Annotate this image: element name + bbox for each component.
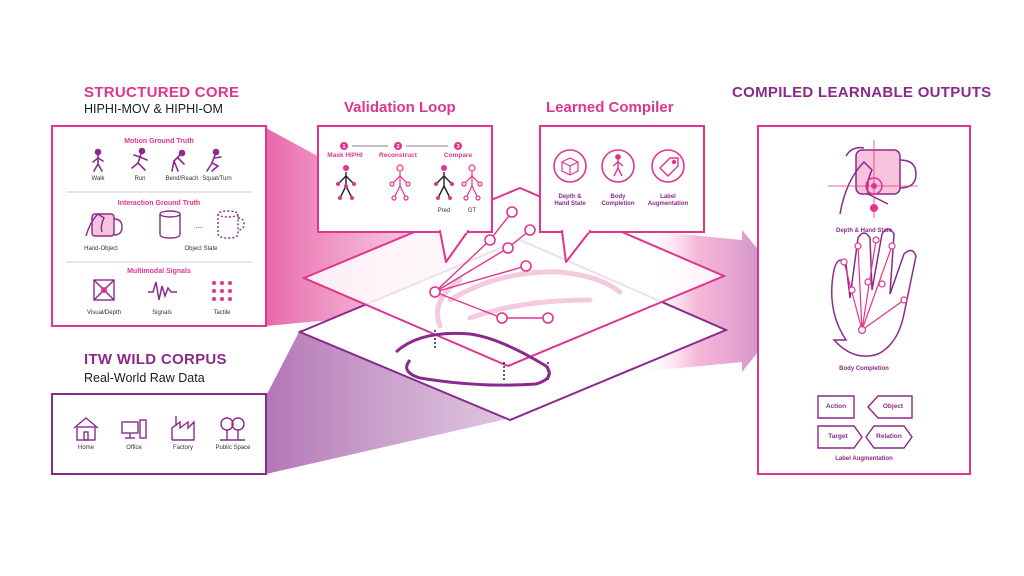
tag-target: Target — [828, 433, 848, 440]
office-icon — [121, 419, 147, 439]
person-icon — [612, 154, 624, 177]
output-hand-skeleton-icon — [831, 228, 917, 357]
structured-core-subtitle: HIPHI-MOV & HIPHI-OM — [84, 102, 223, 116]
wild-label-factory: Factory — [172, 445, 193, 451]
home-icon — [73, 417, 99, 441]
relation-tag-shape — [865, 425, 913, 449]
tag-relation: Relation — [876, 433, 902, 440]
lower-hand-outline — [394, 331, 551, 387]
hand-mug-icon — [85, 213, 123, 237]
svg-text:3: 3 — [456, 144, 459, 150]
walk-icon — [92, 148, 104, 172]
tag-icon — [659, 157, 679, 177]
motion-section-title: Motion Ground Truth — [124, 138, 194, 145]
run-icon — [131, 147, 148, 171]
gt-figure — [461, 164, 483, 201]
motion-label-bend: Bend/Reach — [165, 176, 199, 182]
mug-icon — [159, 210, 245, 239]
interaction-section-title: Interaction Ground Truth — [117, 200, 201, 207]
tactile-icon — [212, 281, 232, 301]
svg-text:1: 1 — [342, 144, 345, 150]
reconstruct-figure — [389, 164, 411, 201]
svg-text:...: ... — [195, 220, 203, 230]
pred-label: Pred — [437, 208, 451, 214]
multimodal-section-title: Multimodal Signals — [127, 268, 191, 275]
tag-object: Object — [882, 403, 904, 410]
motion-label-squat: Squat/Turn — [202, 176, 232, 182]
interaction-label-hand-object: Hand-Object — [84, 246, 118, 252]
outputs-title: COMPILED LEARNABLE OUTPUTS — [732, 84, 992, 101]
step-label-mask: Mask HIPHI — [327, 152, 363, 159]
factory-icon — [171, 416, 195, 441]
bend-icon — [171, 149, 186, 172]
learned-compiler-title: Learned Compiler — [546, 99, 674, 116]
step-label-compare: Compare — [443, 152, 473, 159]
motion-label-walk: Walk — [91, 176, 105, 182]
interaction-label-object-state: Object State — [184, 246, 218, 252]
structured-core-title: STRUCTURED CORE — [84, 84, 240, 101]
wild-corpus-subtitle: Real-World Raw Data — [84, 371, 205, 385]
depth-icon — [93, 279, 115, 301]
action-tag-shape — [817, 395, 855, 419]
svg-text:2: 2 — [396, 144, 399, 150]
multimodal-label-signals: Signals — [152, 310, 172, 316]
validation-box — [317, 125, 493, 233]
output-label-depth: Depth & Hand State — [835, 228, 892, 234]
object-tag-shape — [867, 395, 913, 419]
signal-icon — [148, 281, 177, 301]
target-tag-shape — [817, 425, 863, 449]
park-icon — [220, 417, 245, 441]
compiler-label-depth: Depth &Hand State — [554, 194, 586, 207]
wild-corpus-title: ITW WILD CORPUS — [84, 351, 227, 368]
output-label-augment: Label Augmentation — [835, 456, 893, 462]
gt-label: GT — [467, 208, 477, 214]
tag-action: Action — [825, 403, 847, 410]
squat-icon — [206, 148, 222, 172]
output-label-body: Body Completion — [839, 366, 889, 372]
multimodal-label-tactile: Tactile — [213, 310, 231, 316]
step-label-reconstruct: Reconstruct — [379, 152, 417, 159]
motion-label-run: Run — [134, 176, 146, 182]
wild-label-office: Office — [126, 445, 142, 451]
cube-icon — [561, 157, 579, 176]
validation-loop-title: Validation Loop — [344, 99, 456, 116]
wild-label-public-space: Public Space — [215, 445, 251, 451]
wild-label-home: Home — [77, 445, 94, 451]
multimodal-label-visual: Visual/Depth — [87, 310, 121, 316]
